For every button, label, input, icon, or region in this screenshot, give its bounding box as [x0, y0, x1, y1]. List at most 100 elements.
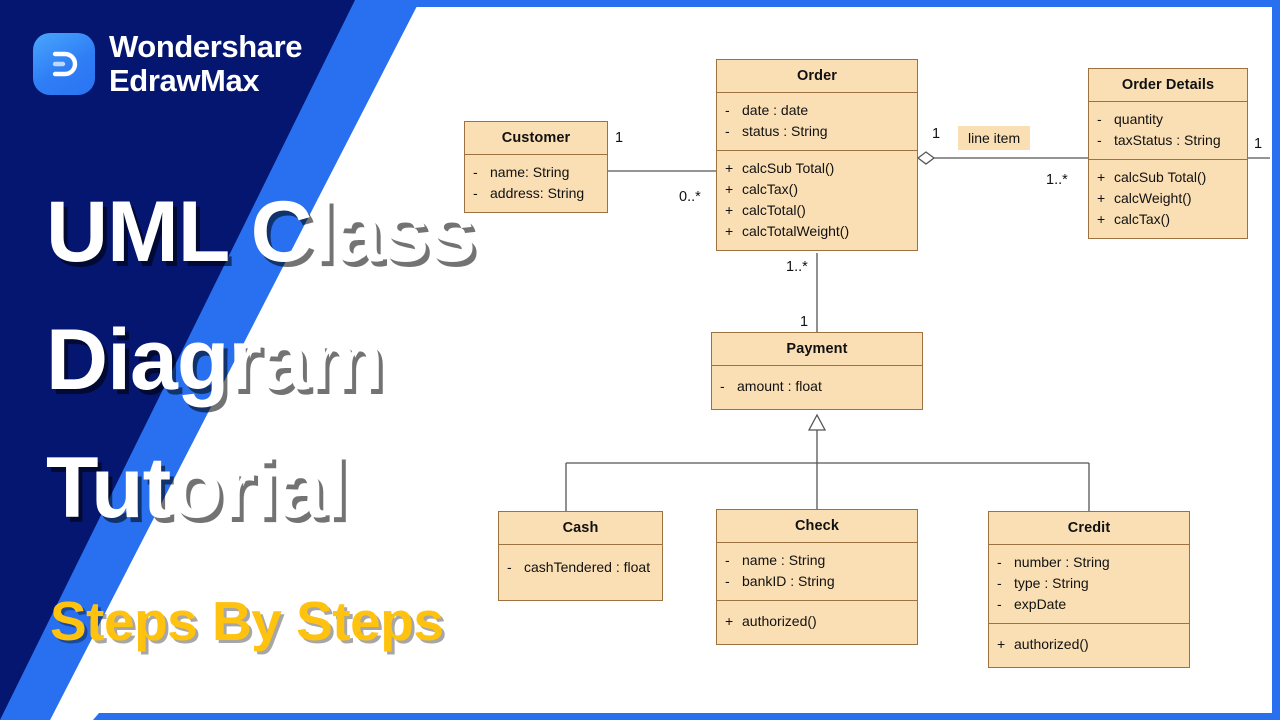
visibility-marker: + — [1097, 211, 1106, 227]
attribute-text: name : String — [742, 552, 826, 568]
visibility-marker: - — [725, 102, 730, 118]
uml-operation-row: + calcWeight() — [1097, 188, 1237, 209]
uml-class-payment[interactable]: Payment - amount : float — [711, 332, 923, 410]
uml-class-order-details[interactable]: Order Details - quantity - taxStatus : S… — [1088, 68, 1248, 239]
brand-logo-lockup: Wondershare EdrawMax — [33, 29, 303, 98]
visibility-marker: - — [725, 123, 730, 139]
uml-attributes-section: - date : date - status : String — [717, 93, 917, 151]
visibility-marker: + — [1097, 169, 1106, 185]
page-title-line1: UML Class — [46, 184, 476, 280]
attribute-text: address: String — [490, 185, 585, 201]
multiplicity-order-aggregation: 1 — [932, 126, 941, 142]
uml-attribute-row: - expDate — [997, 594, 1179, 615]
association-label-line-item: line item — [958, 126, 1031, 150]
uml-class-title: Cash — [499, 512, 662, 545]
uml-operation-row: + calcTax() — [725, 179, 907, 200]
uml-class-title: Order — [717, 60, 917, 93]
visibility-marker: - — [997, 554, 1002, 570]
uml-class-title: Customer — [465, 122, 607, 155]
uml-attribute-row: - amount : float — [720, 376, 912, 397]
attribute-text: amount : float — [737, 378, 822, 394]
multiplicity-order-details-right: 1 — [1254, 136, 1263, 152]
uml-class-order[interactable]: Order - date : date - status : String + … — [716, 59, 918, 251]
uml-operation-row: + authorized() — [997, 634, 1179, 655]
uml-class-title: Payment — [712, 333, 922, 366]
visibility-marker: + — [725, 181, 734, 197]
uml-operation-row: + calcTotalWeight() — [725, 221, 907, 242]
uml-operation-row: + calcTax() — [1097, 209, 1237, 230]
uml-attribute-row: - cashTendered : float — [507, 557, 652, 578]
visibility-marker: + — [997, 636, 1006, 652]
operation-text: calcTax() — [1114, 211, 1171, 227]
attribute-text: quantity — [1114, 111, 1164, 127]
uml-attribute-row: - taxStatus : String — [1097, 130, 1237, 151]
uml-operations-section: + calcSub Total() + calcTax() + calcTota… — [717, 151, 917, 250]
attribute-text: date : date — [742, 102, 809, 118]
multiplicity-order-payment-bottom: 1 — [800, 314, 809, 330]
uml-attribute-row: - name : String — [725, 550, 907, 571]
brand-name: Wondershare EdrawMax — [109, 29, 303, 98]
uml-attributes-section: - name : String - bankID : String — [717, 543, 917, 601]
uml-class-title: Credit — [989, 512, 1189, 545]
brand-name-line1: Wondershare — [109, 29, 303, 64]
visibility-marker: + — [1097, 190, 1106, 206]
uml-operation-row: + calcSub Total() — [1097, 167, 1237, 188]
visibility-marker: - — [725, 573, 730, 589]
attribute-text: expDate — [1014, 596, 1067, 612]
operation-text: calcSub Total() — [1114, 169, 1207, 185]
operation-text: calcSub Total() — [742, 160, 835, 176]
uml-operation-row: + calcTotal() — [725, 200, 907, 221]
uml-attribute-row: - number : String — [997, 552, 1179, 573]
uml-attribute-row: - bankID : String — [725, 571, 907, 592]
uml-operations-section: + authorized() — [989, 624, 1189, 667]
visibility-marker: + — [725, 202, 734, 218]
attribute-text: cashTendered : float — [524, 559, 651, 575]
uml-attribute-row: - type : String — [997, 573, 1179, 594]
uml-class-title: Order Details — [1089, 69, 1247, 102]
uml-class-credit[interactable]: Credit - number : String - type : String… — [988, 511, 1190, 668]
visibility-marker: - — [725, 552, 730, 568]
uml-class-check[interactable]: Check - name : String - bankID : String … — [716, 509, 918, 645]
visibility-marker: + — [725, 613, 734, 629]
uml-attributes-section: - amount : float — [712, 366, 922, 409]
visibility-marker: - — [1097, 111, 1102, 127]
visibility-marker: + — [725, 223, 734, 239]
uml-class-customer[interactable]: Customer - name: String - address: Strin… — [464, 121, 608, 213]
uml-operation-row: + authorized() — [725, 611, 907, 632]
page-title-line2: Diagram — [46, 312, 384, 408]
page-title: UML Class Diagram Tutorial — [46, 168, 606, 552]
uml-attribute-row: - status : String — [725, 121, 907, 142]
edrawmax-logo-icon — [33, 33, 95, 95]
visibility-marker: - — [1097, 132, 1102, 148]
uml-attributes-section: - name: String - address: String — [465, 155, 607, 212]
page-subtitle: Steps By Steps — [50, 590, 444, 652]
uml-attributes-section: - number : String - type : String - expD… — [989, 545, 1189, 624]
uml-attribute-row: - quantity — [1097, 109, 1237, 130]
uml-operation-row: + calcSub Total() — [725, 158, 907, 179]
attribute-text: number : String — [1014, 554, 1110, 570]
multiplicity-order-side: 0..* — [679, 189, 701, 205]
uml-attribute-row: - name: String — [473, 162, 597, 183]
uml-class-cash[interactable]: Cash - cashTendered : float — [498, 511, 663, 601]
uml-class-title: Check — [717, 510, 917, 543]
attribute-text: bankID : String — [742, 573, 835, 589]
visibility-marker: + — [725, 160, 734, 176]
visibility-marker: - — [473, 185, 478, 201]
operation-text: authorized() — [1014, 636, 1089, 652]
visibility-marker: - — [473, 164, 478, 180]
uml-attribute-row: - address: String — [473, 183, 597, 204]
operation-text: calcTotal() — [742, 202, 806, 218]
uml-operations-section: + calcSub Total() + calcWeight() + calcT… — [1089, 160, 1247, 238]
multiplicity-order-details-side: 1..* — [1046, 172, 1068, 188]
uml-attributes-section: - quantity - taxStatus : String — [1089, 102, 1247, 160]
uml-attributes-section: - cashTendered : float — [499, 545, 662, 600]
visibility-marker: - — [720, 378, 725, 394]
page-title-line3: Tutorial — [46, 440, 348, 536]
attribute-text: name: String — [490, 164, 570, 180]
visibility-marker: - — [997, 596, 1002, 612]
attribute-text: taxStatus : String — [1114, 132, 1221, 148]
uml-attribute-row: - date : date — [725, 100, 907, 121]
